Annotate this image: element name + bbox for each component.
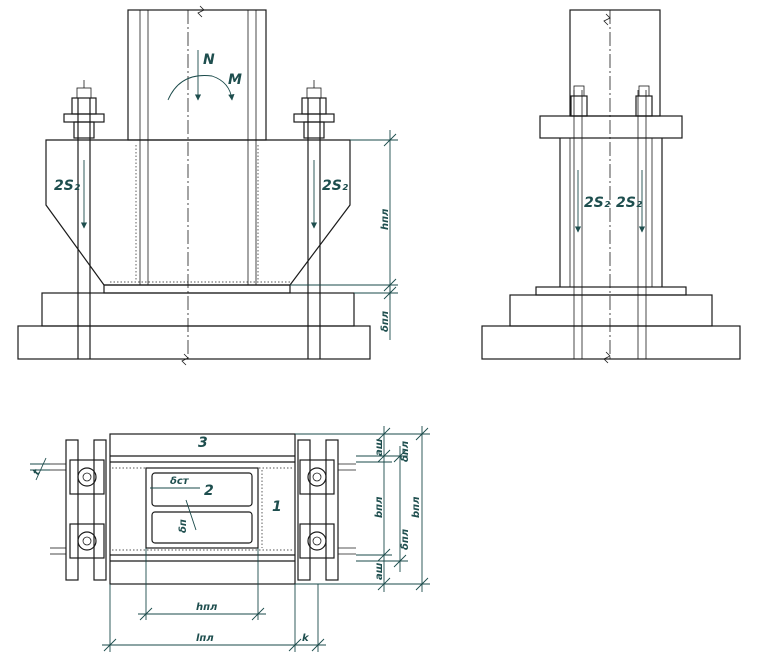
dim-b1-label: δпл: [400, 440, 411, 462]
traverse-frame: [45, 139, 351, 286]
plan-base-plate: [109, 433, 296, 585]
dim-a2-label: aш: [374, 562, 385, 580]
anchor-bolt-right: [293, 80, 335, 359]
column-shaft: [127, 9, 267, 141]
t-dim-label: t: [31, 467, 44, 478]
base-plate: [103, 284, 291, 294]
plate-thick-label: δпл: [380, 310, 391, 332]
dim-lpl-label: lпл: [196, 633, 214, 644]
height-dim-label: hпл: [380, 208, 391, 230]
plan-view: 3 2 1 δст δп t aш bпл aш δпл δпл: [30, 426, 430, 652]
bolt-force-right-label: 2S₂: [322, 178, 349, 194]
foundation-top: [41, 292, 355, 327]
foundation-bottom: [17, 325, 371, 360]
anchor-bolt-left: [63, 80, 105, 359]
side-force-a-label: 2S₂: [584, 195, 611, 211]
dim-b2-label: δпл: [400, 528, 411, 550]
force-n-label: N: [203, 52, 215, 68]
moment-m-arrow: [167, 75, 235, 101]
side-view: 2S₂ 2S₂: [481, 9, 741, 364]
part-1-label: 1: [272, 499, 282, 515]
plan-bolts-left: [50, 439, 107, 581]
side-traverse: [539, 115, 683, 139]
dim-bw-label: bпл: [374, 496, 385, 518]
front-view: N M 2S₂ 2S₂ hпл δпл: [17, 5, 398, 366]
bolt-force-left-label: 2S₂: [54, 178, 81, 194]
web-dim-label: δст: [170, 476, 190, 487]
side-force-b-label: 2S₂: [616, 195, 643, 211]
dim-a1-label: aш: [374, 438, 385, 456]
part-3-label: 3: [198, 435, 208, 451]
plan-bolts-right: [297, 439, 356, 581]
part-2-label: 2: [204, 483, 214, 499]
moment-m-label: M: [228, 72, 242, 88]
column-section: [145, 467, 259, 549]
flange-dim-label: δп: [178, 519, 189, 533]
dim-k-label: k: [302, 633, 310, 644]
dim-hw-label: hпл: [196, 602, 218, 613]
dim-bpl-label: bпл: [411, 496, 422, 518]
